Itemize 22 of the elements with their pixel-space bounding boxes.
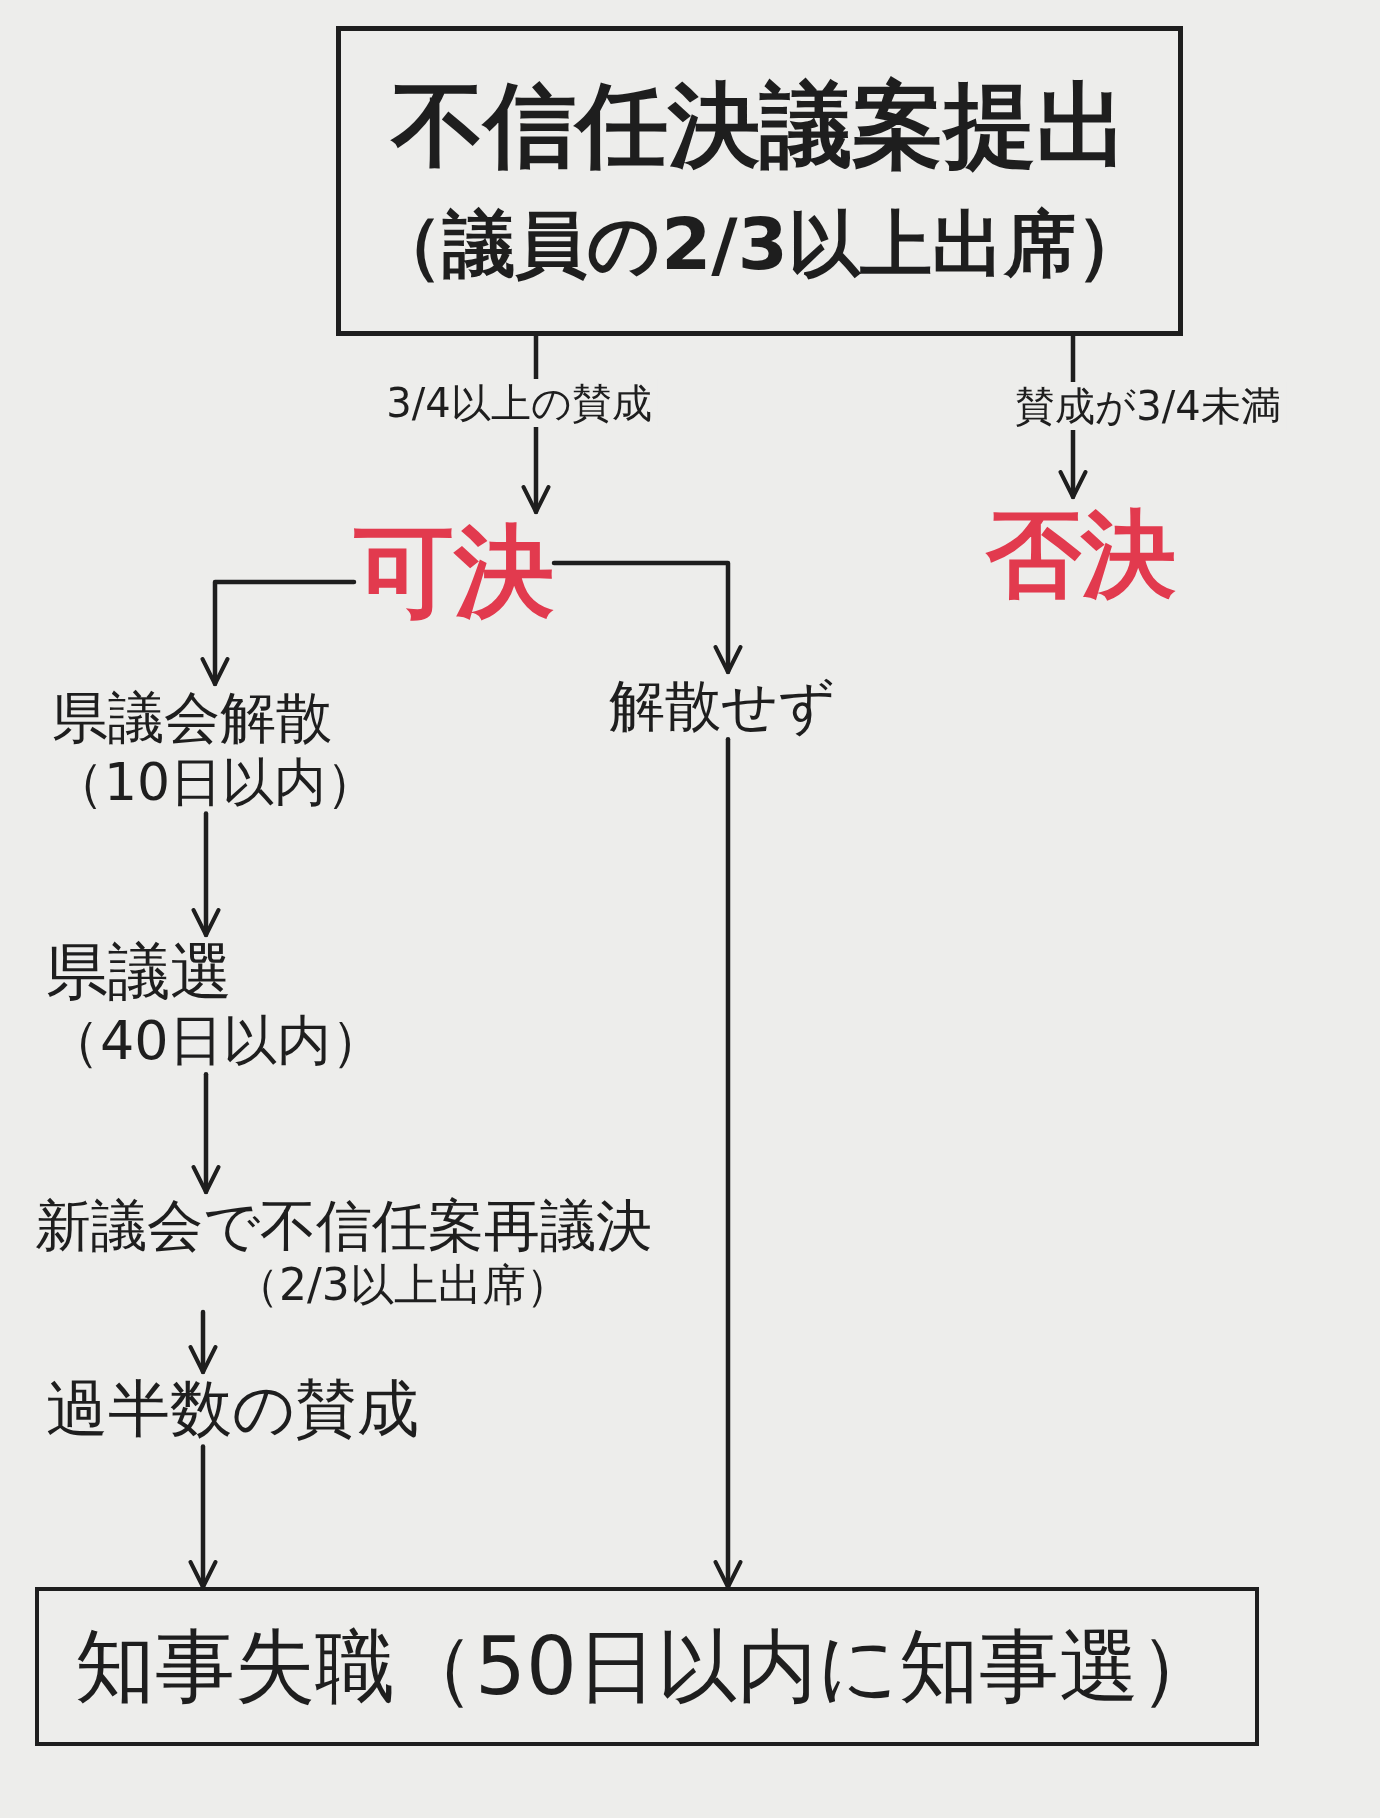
elbow-arrow [200,579,357,687]
heading-text: 不信任決議案提出 [391,71,1128,181]
step-text: 新議会で不信任案再議決 [35,1192,652,1260]
arrow [188,1309,218,1375]
arrow [713,736,743,1590]
step-text: 過半数の賛成 [46,1372,419,1447]
elbow-arrow [551,560,743,675]
process-box [336,26,1183,336]
result-text: 否決 [986,498,1176,611]
note-text: （議員の2/3以上出席） [371,201,1148,288]
step-text: 県議選 [46,935,232,1010]
note-text: （40日以内） [46,1009,385,1075]
arrow [191,811,221,938]
note-text: （2/3以上出席） [235,1259,570,1312]
arrow [188,1444,218,1590]
arrow [191,1071,221,1195]
note-text: （10日以内） [52,751,379,814]
result-text: 可決 [354,512,554,632]
step-text: 解散せず [609,672,835,740]
process-box [35,1587,1259,1746]
step-text: 県議会解散 [52,684,332,752]
step-text: 知事失職（50日以内に知事選） [75,1618,1219,1715]
